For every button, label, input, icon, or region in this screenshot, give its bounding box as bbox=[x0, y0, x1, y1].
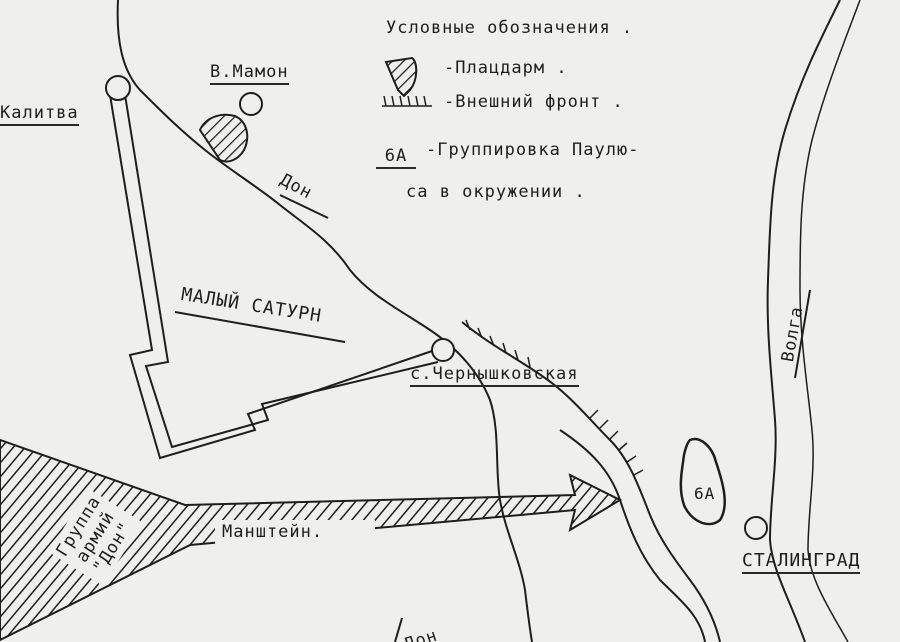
place-kalitva: Калитва bbox=[0, 103, 79, 126]
volga-underline bbox=[794, 289, 811, 379]
place-chernyshkovskaya: с.Чернышковская bbox=[410, 364, 579, 387]
v-mamon-marker bbox=[239, 92, 263, 116]
stalingrad-marker bbox=[744, 516, 768, 540]
outer-front-line bbox=[461, 319, 721, 642]
legend-group-code: 6А bbox=[376, 146, 416, 169]
op-manstein: Манштейн. bbox=[222, 522, 324, 542]
bridgehead-mamon bbox=[198, 113, 249, 163]
legend-outer-front-label: -Внешний фронт . bbox=[444, 92, 624, 112]
legend-bridgehead-icon bbox=[384, 56, 418, 98]
legend-front-icon bbox=[382, 95, 432, 107]
maly-saturn-underline bbox=[174, 311, 346, 343]
don-river-south bbox=[559, 429, 706, 642]
legend-bridgehead-label: -Плацдарм . bbox=[444, 58, 568, 78]
chernyshkovskaya-marker bbox=[431, 338, 455, 362]
volga-river bbox=[766, 0, 841, 642]
encircled-6a bbox=[679, 437, 726, 526]
kalitva-marker bbox=[105, 75, 131, 101]
legend-group-line2: са в окружении . bbox=[406, 182, 586, 202]
place-v-mamon: В.Мамон bbox=[210, 62, 289, 85]
don-south-underline bbox=[394, 617, 403, 642]
legend-group-line1: -Группировка Паулю- bbox=[426, 140, 640, 160]
legend-title: Условные обозначения . bbox=[386, 18, 634, 38]
volga-river-bank bbox=[799, 0, 861, 642]
manstein-label-bg bbox=[215, 520, 375, 544]
don-river bbox=[116, 0, 533, 642]
encircled-6a-label: 6А bbox=[694, 484, 716, 503]
place-stalingrad: СТАЛИНГРАД bbox=[742, 550, 861, 574]
don-north-underline bbox=[279, 194, 329, 219]
maly-saturn-arrow bbox=[109, 94, 439, 460]
